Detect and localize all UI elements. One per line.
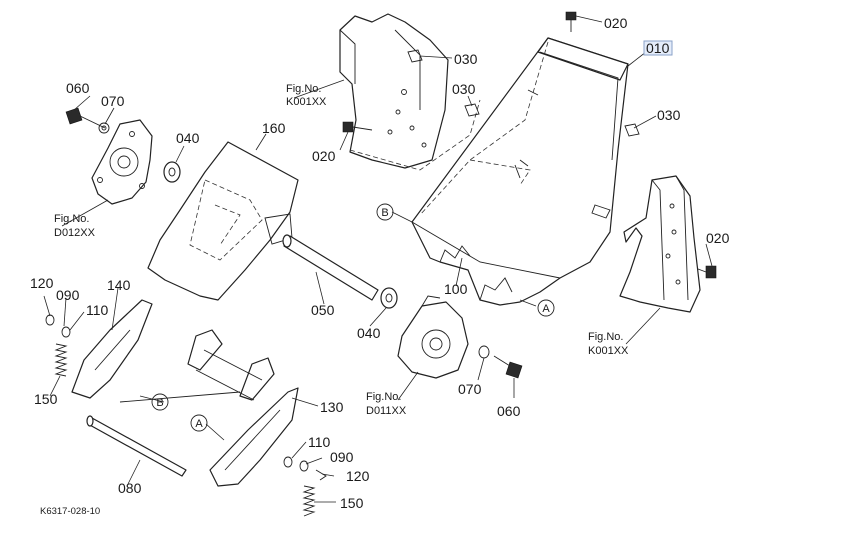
deflector-plate-160: [147, 141, 299, 301]
diagram-code: K6317-028-10: [40, 506, 100, 517]
marker-a-bottom: A: [190, 414, 208, 432]
fig-ref-label: Fig.No.: [366, 391, 401, 403]
bolt-020-left: [342, 121, 373, 133]
part-label[interactable]: 120: [30, 275, 54, 291]
part-label[interactable]: 160: [262, 120, 286, 136]
washer-090-right: [299, 460, 309, 472]
collar-040-right: [380, 287, 398, 309]
part-label[interactable]: 060: [66, 80, 90, 96]
part-label[interactable]: 150: [34, 391, 58, 407]
marker-b-bottom: B: [151, 393, 169, 411]
fig-ref-left[interactable]: Fig.No. D012XX: [54, 213, 96, 239]
fig-ref-code: K001XX: [588, 345, 629, 357]
part-labels: 010 020 030 030 030 020 020 060 070 040 …: [30, 15, 730, 511]
fig-ref-label: Fig.No.: [588, 331, 623, 343]
fig-ref-code: D012XX: [54, 227, 96, 239]
svg-text:B: B: [381, 207, 388, 219]
link-frame: [119, 329, 275, 403]
part-label[interactable]: 020: [706, 230, 730, 246]
shaft-050: [282, 234, 379, 301]
washer-070-right: [478, 345, 490, 359]
part-label[interactable]: 040: [357, 325, 381, 341]
left-gearbox: [91, 119, 153, 205]
chute-housing: [411, 37, 629, 306]
fig-ref-code: K001XX: [286, 96, 327, 108]
part-label[interactable]: 120: [346, 468, 370, 484]
spring-150-left: [54, 343, 68, 377]
left-arm-140: [71, 299, 153, 399]
part-label[interactable]: 100: [444, 281, 468, 297]
part-label[interactable]: 030: [454, 51, 478, 67]
part-label[interactable]: 050: [311, 302, 335, 318]
part-label[interactable]: 030: [657, 107, 681, 123]
spring-150-right: [302, 485, 316, 517]
fig-ref-bottom[interactable]: Fig.No. D011XX: [366, 391, 407, 417]
svg-text:A: A: [195, 418, 203, 430]
svg-text:B: B: [156, 397, 163, 409]
part-label[interactable]: 030: [452, 81, 476, 97]
bolt-020-top: [565, 11, 577, 32]
part-label[interactable]: 060: [497, 403, 521, 419]
nut-030-c: [624, 123, 640, 137]
part-010-highlight: [643, 40, 673, 56]
rod-080: [86, 415, 187, 477]
bolt-060-left: [65, 107, 106, 129]
right-arm-130: [209, 387, 299, 487]
fig-ref-label: Fig.No.: [286, 83, 321, 95]
fig-ref-code: D011XX: [366, 405, 407, 417]
part-label[interactable]: 020: [604, 15, 628, 31]
pin-120-right: [315, 469, 327, 481]
part-label[interactable]: 110: [86, 302, 109, 318]
collar-040-left: [163, 161, 181, 183]
part-label[interactable]: 070: [458, 381, 482, 397]
part-label[interactable]: 080: [118, 480, 142, 496]
fig-ref-top[interactable]: Fig.No. K001XX: [286, 83, 327, 108]
part-label[interactable]: 090: [56, 287, 80, 303]
part-label[interactable]: 090: [330, 449, 354, 465]
part-label[interactable]: 020: [312, 148, 336, 164]
fig-ref-right[interactable]: Fig.No. K001XX: [588, 331, 629, 357]
fig-ref-label: Fig.No.: [54, 213, 89, 225]
right-frame-bracket: [619, 175, 701, 313]
washer-070-left: [98, 122, 110, 134]
part-label[interactable]: 110: [308, 434, 331, 450]
leader-lines: [43, 15, 713, 503]
part-label[interactable]: 040: [176, 130, 200, 146]
nut-030-a: [407, 49, 423, 63]
part-label[interactable]: 010: [646, 40, 670, 56]
marker-b-top: B: [376, 203, 394, 221]
part-label[interactable]: 130: [320, 399, 344, 415]
part-label[interactable]: 070: [101, 93, 125, 109]
marker-a-right: A: [537, 299, 555, 317]
bolt-060-right: [493, 355, 523, 379]
part-label[interactable]: 150: [340, 495, 364, 511]
right-gearbox: [397, 295, 469, 379]
part-label[interactable]: 140: [107, 277, 131, 293]
washer-110-left: [61, 326, 71, 338]
washer-090-left: [45, 314, 55, 326]
washer-110-right: [283, 456, 293, 468]
svg-text:A: A: [542, 303, 550, 315]
